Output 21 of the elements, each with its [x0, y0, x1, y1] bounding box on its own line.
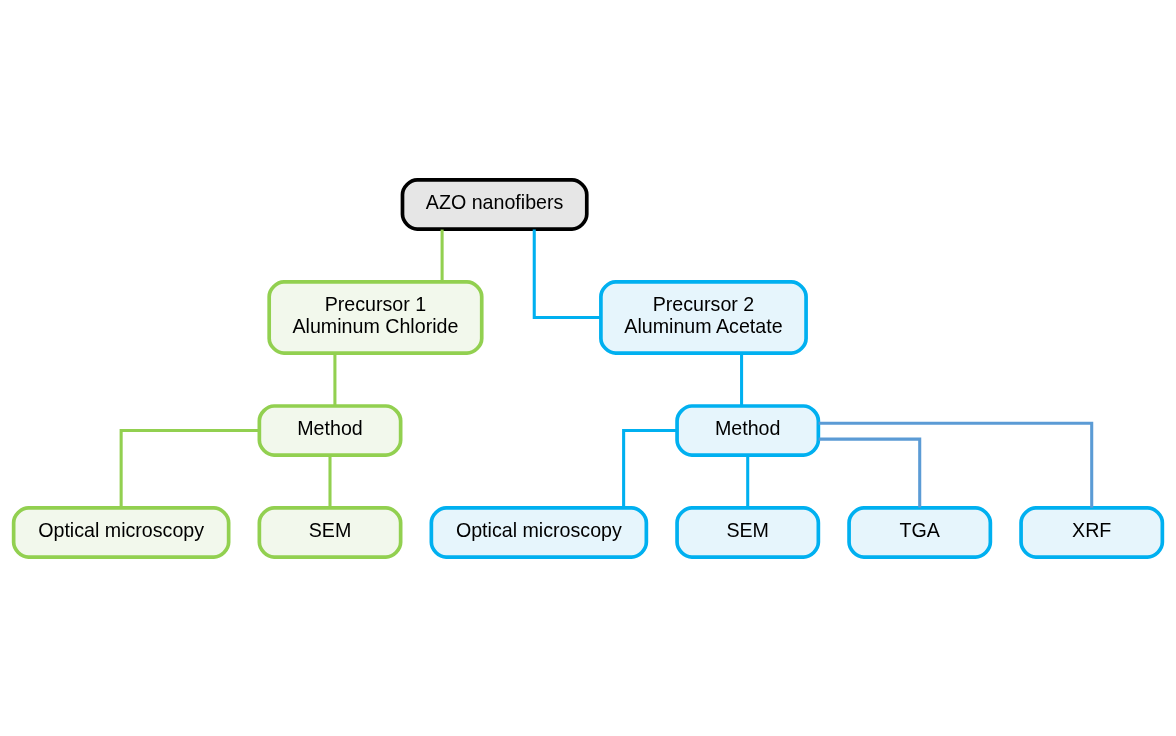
- connector: [740, 352, 744, 406]
- node-box: TGA: [847, 505, 993, 559]
- connector: [333, 352, 337, 406]
- node-box: Optical microscopy: [429, 505, 649, 559]
- node-box: Method: [257, 403, 403, 457]
- connector: [532, 229, 601, 319]
- connector: [746, 454, 750, 508]
- connector: [119, 428, 260, 508]
- connector: [440, 229, 444, 282]
- node-box: XRF: [1019, 505, 1165, 559]
- connector: [328, 454, 332, 508]
- node-box: SEM: [257, 505, 403, 559]
- connector: [818, 437, 922, 507]
- node-box: Precursor 2 Aluminum Acetate: [599, 279, 808, 355]
- node-box: Optical microscopy: [11, 505, 231, 559]
- node-box: Precursor 1 Aluminum Chloride: [267, 279, 484, 355]
- connector: [818, 421, 1094, 508]
- node-box: SEM: [675, 505, 821, 559]
- node-box: Method: [675, 403, 821, 457]
- node-box: AZO nanofibers: [400, 177, 589, 231]
- connector: [622, 428, 677, 508]
